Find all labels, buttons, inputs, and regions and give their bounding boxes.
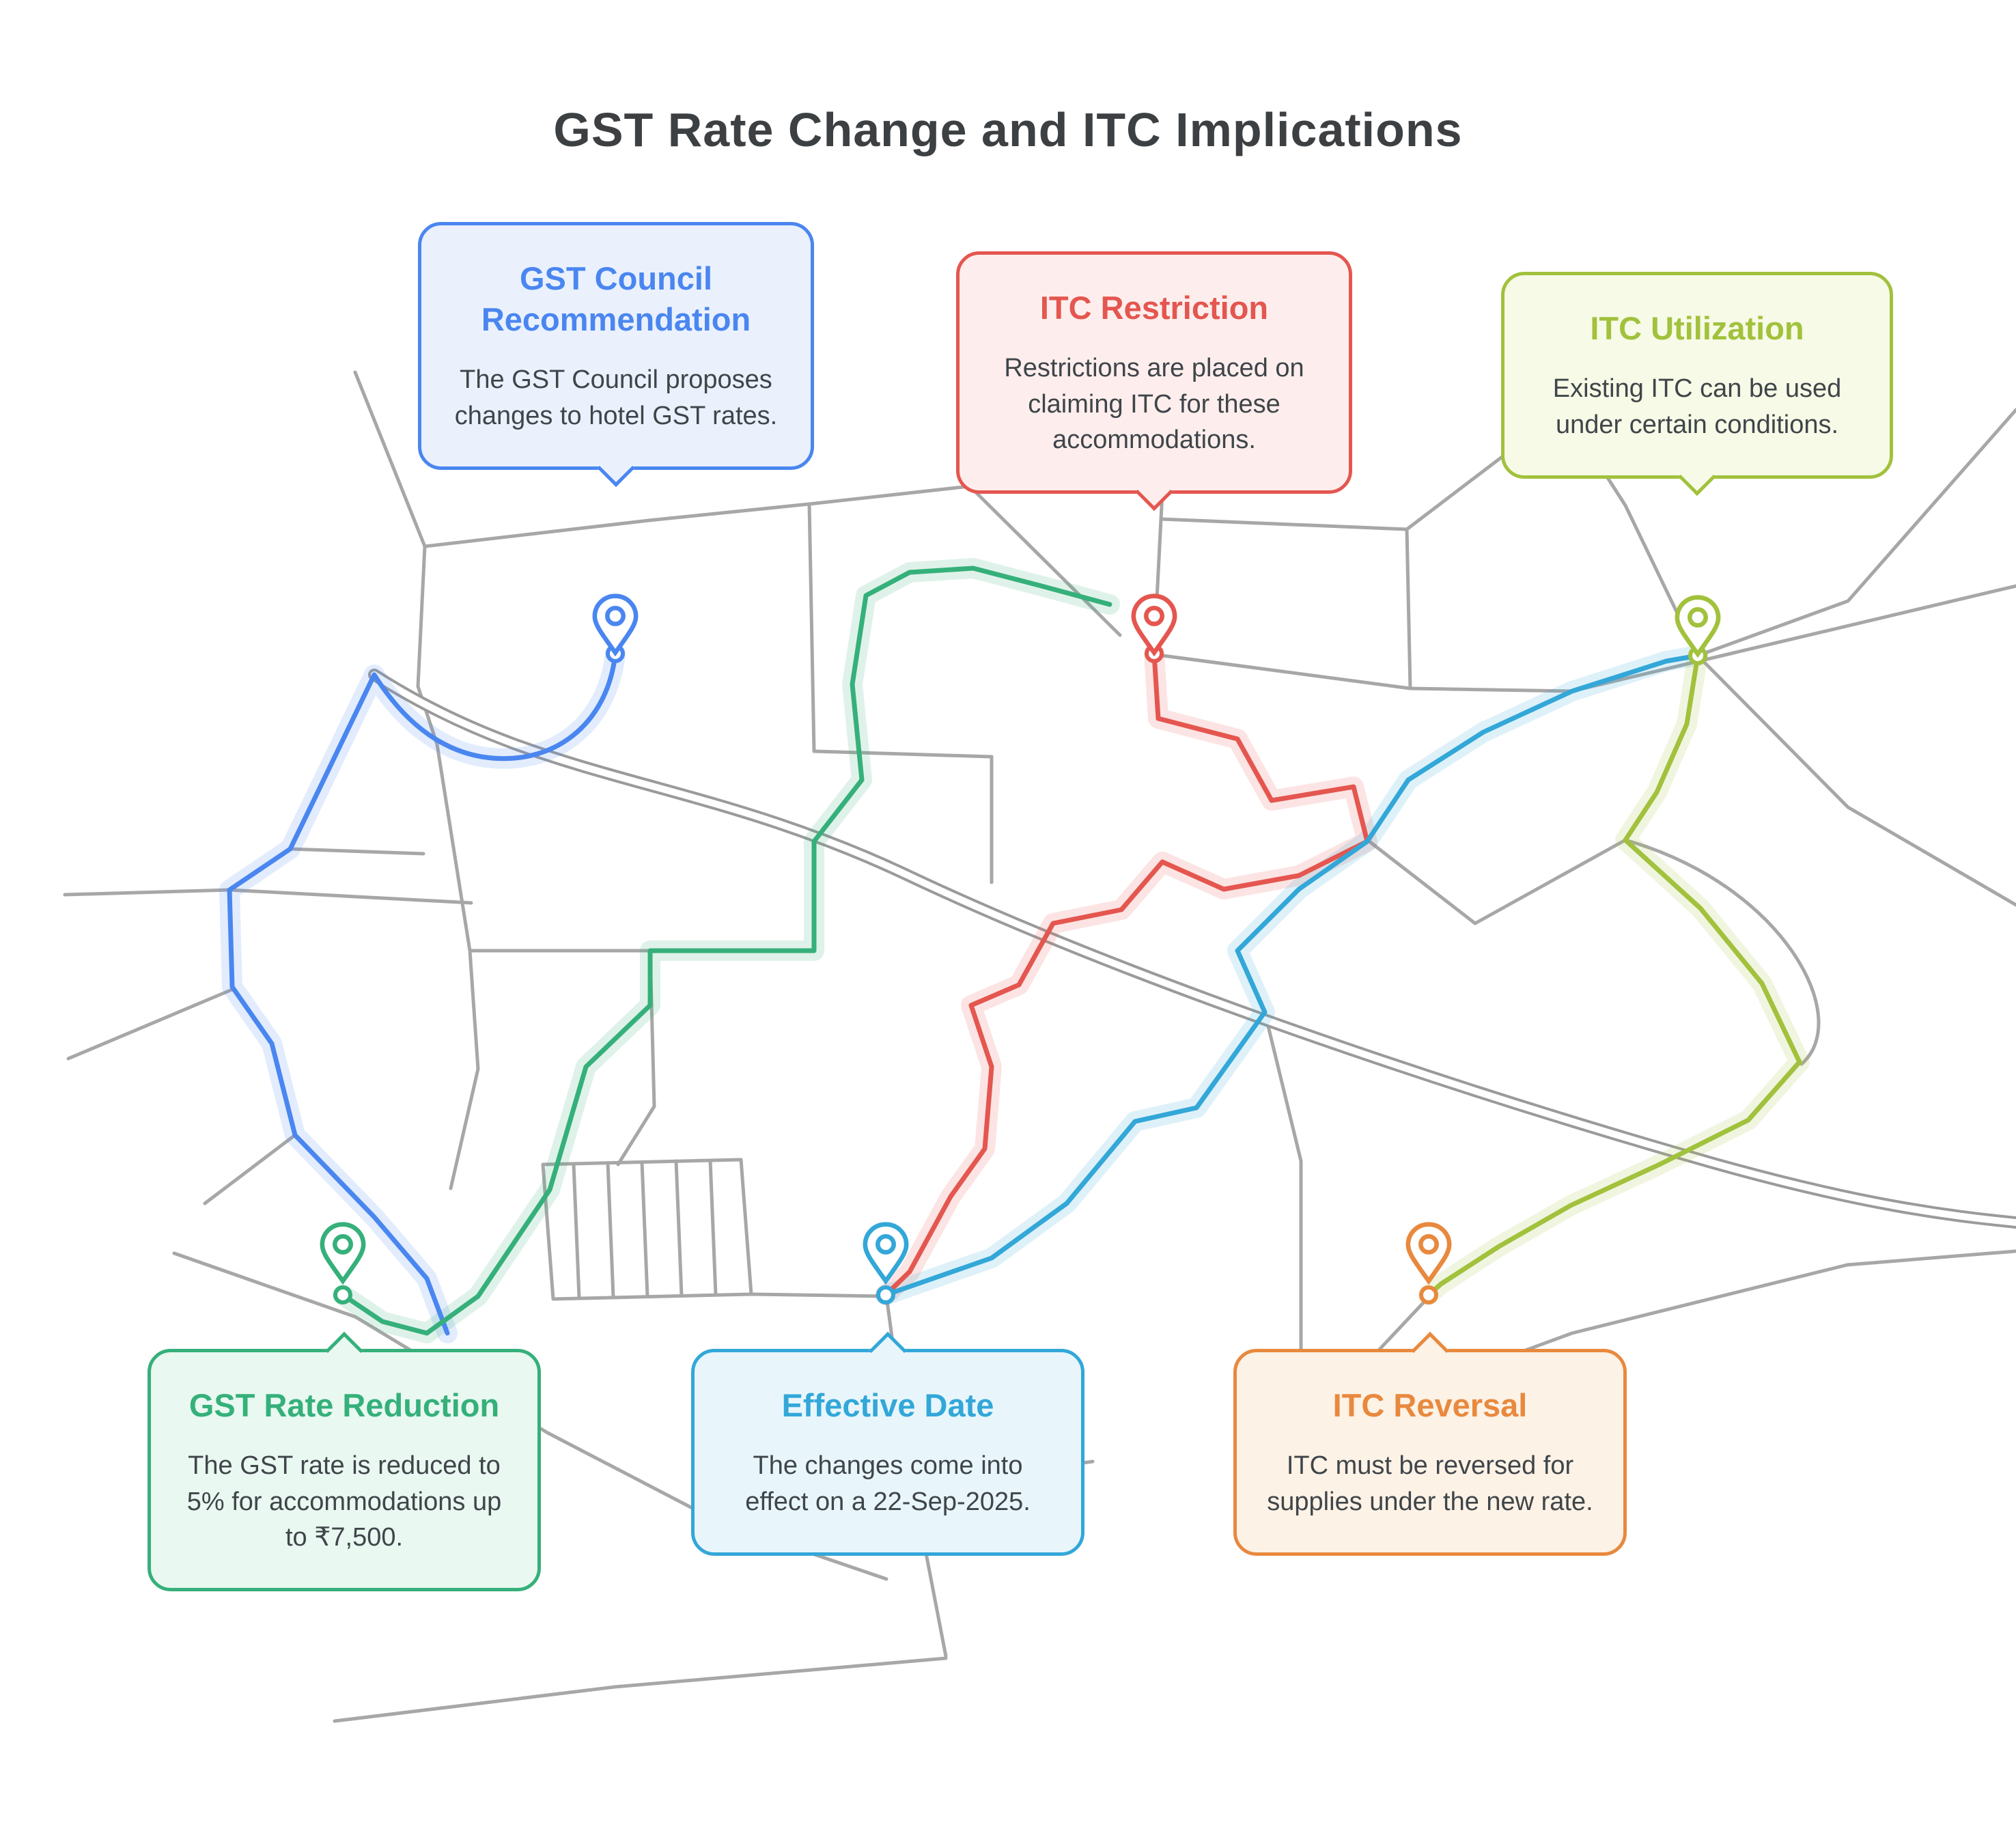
route-node [1419,1285,1438,1304]
callout-title: ITC Restriction [1039,290,1269,326]
map-pin-icon [860,1221,912,1288]
callout-text: Restrictions are placed on claiming ITC … [1004,354,1304,455]
highway [368,669,2016,1229]
callout-effective-date: Effective Date The changes come into eff… [691,1349,1084,1556]
callout-text: The GST Council proposes changes to hote… [454,365,778,430]
page-title: GST Rate Change and ITC Implications [553,103,1463,156]
callout-itc-restriction: ITC Restriction Restrictions are placed … [956,251,1352,494]
route-glow-yellowgreen [1418,645,1810,1305]
callout-itc-reversal: ITC Reversal ITC must be reversed for su… [1233,1349,1627,1556]
callout-gst-rate-reduction: GST Rate Reduction The GST rate is reduc… [148,1349,541,1592]
callout-text: Existing ITC can be used under certain c… [1552,374,1842,439]
callout-title: GST Rate Reduction [188,1387,500,1423]
map-pin-icon [1128,593,1180,660]
route-gst-rate-reduction [340,565,1112,1336]
callout-text: ITC must be reversed for supplies under … [1267,1451,1593,1516]
callout-title: ITC Utilization [1590,310,1804,346]
route-node [876,1285,895,1304]
route-effective-date [883,653,1700,1298]
route-glows [219,558,1810,1343]
route-node [333,1285,352,1304]
callout-gst-council-recommendation: GST Council Recommendation The GST Counc… [418,222,814,471]
callout-itc-utilization: ITC Utilization Existing ITC can be used… [1501,272,1893,479]
route-gst-council [227,651,618,1336]
route-itc-utilization [1426,653,1802,1298]
route-glow-blue [219,643,626,1343]
map-pin-icon [589,593,641,660]
map-pin-icon [1403,1221,1455,1288]
map-pin-icon [1672,594,1724,661]
callout-title: GST Council Recommendation [481,260,751,338]
map-pin-icon [317,1221,369,1288]
routes [227,565,1802,1336]
route-itc-restriction [883,651,1370,1298]
callout-title: Effective Date [781,1387,994,1423]
callout-text: The GST rate is reduced to 5% for accomm… [186,1451,502,1552]
callout-title: ITC Reversal [1332,1387,1528,1423]
callout-text: The changes come into effect on a 22-Sep… [745,1451,1031,1516]
